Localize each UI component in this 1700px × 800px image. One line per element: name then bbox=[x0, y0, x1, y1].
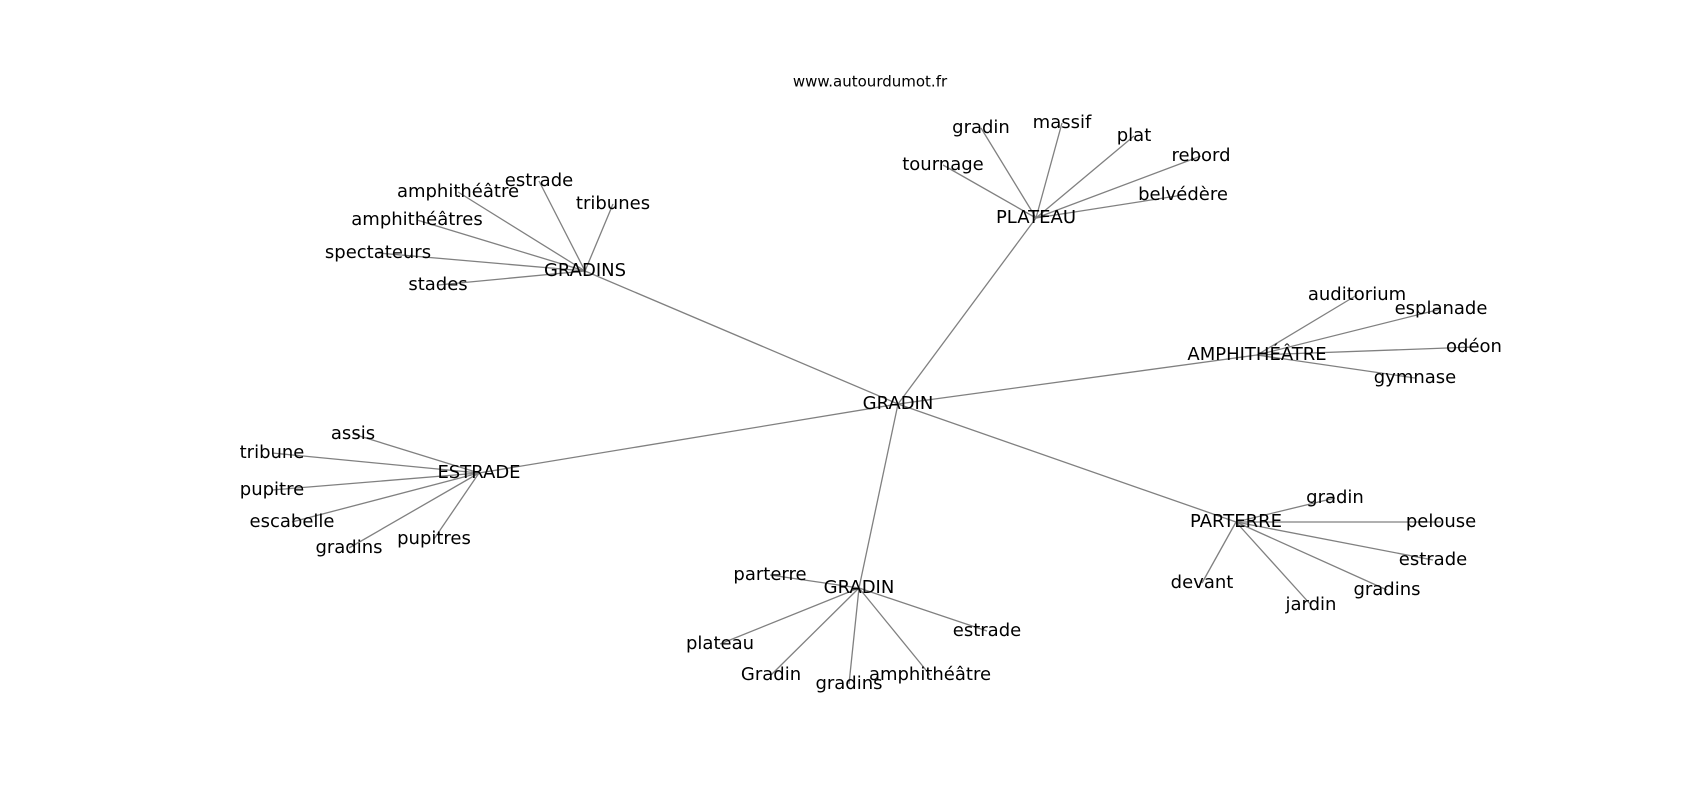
edge-cluster-to-word bbox=[719, 587, 860, 645]
edge-cluster-to-word bbox=[942, 164, 1037, 219]
word-node: tribunes bbox=[576, 193, 650, 214]
edge-center-to-cluster bbox=[897, 354, 1258, 405]
edge-cluster-to-word bbox=[1235, 521, 1388, 591]
cluster-node: PLATEAU bbox=[996, 207, 1076, 228]
edge-cluster-to-word bbox=[769, 574, 860, 589]
word-node: plateau bbox=[686, 633, 754, 654]
word-node: Gradin bbox=[741, 664, 801, 685]
word-node: belvédère bbox=[1138, 184, 1228, 205]
watermark-text: www.autourdumot.fr bbox=[793, 73, 948, 91]
word-node: jardin bbox=[1285, 594, 1337, 615]
word-node: esplanade bbox=[1395, 298, 1488, 319]
edge-cluster-to-word bbox=[416, 219, 586, 272]
edge-center-to-cluster bbox=[858, 403, 899, 589]
edge-cluster-to-word bbox=[858, 587, 931, 676]
edge-cluster-to-word bbox=[1035, 155, 1202, 219]
cluster-node: GRADINS bbox=[544, 260, 626, 281]
edge-cluster-to-word bbox=[291, 472, 480, 523]
edge-cluster-to-word bbox=[770, 587, 860, 676]
word-node: devant bbox=[1171, 572, 1234, 593]
cluster-node: PARTERRE bbox=[1190, 511, 1282, 532]
word-node: tribune bbox=[240, 442, 305, 463]
edge-cluster-to-word bbox=[271, 452, 480, 474]
edge-cluster-to-word bbox=[433, 472, 480, 540]
edge-cluster-to-word bbox=[1035, 194, 1184, 219]
edge-cluster-to-word bbox=[352, 433, 480, 474]
word-node: rebord bbox=[1171, 145, 1230, 166]
word-node: massif bbox=[1033, 112, 1092, 133]
edge-cluster-to-word bbox=[1235, 497, 1336, 523]
edge-cluster-to-word bbox=[538, 180, 586, 272]
edge-cluster-to-word bbox=[858, 587, 988, 632]
word-node: estrade bbox=[505, 170, 573, 191]
edge-cluster-to-word bbox=[377, 252, 586, 272]
word-node: pupitres bbox=[397, 528, 471, 549]
edge-cluster-to-word bbox=[1256, 346, 1475, 356]
word-node: tournage bbox=[902, 154, 984, 175]
word-node: escabelle bbox=[250, 511, 335, 532]
cluster-node: ESTRADE bbox=[437, 462, 520, 483]
word-node: assis bbox=[331, 423, 375, 444]
word-node: gradin bbox=[1306, 487, 1364, 508]
edge-cluster-to-word bbox=[980, 127, 1037, 219]
word-node: estrade bbox=[1399, 549, 1467, 570]
word-node: spectateurs bbox=[325, 242, 431, 263]
edge-cluster-to-word bbox=[1035, 135, 1135, 219]
edge-cluster-to-word bbox=[1035, 122, 1063, 219]
edge-cluster-to-word bbox=[1235, 521, 1434, 561]
edge-cluster-to-word bbox=[1256, 294, 1358, 356]
word-node: gradins bbox=[315, 537, 382, 558]
edge-cluster-to-word bbox=[437, 270, 586, 286]
word-node: gymnase bbox=[1374, 367, 1457, 388]
center-node: GRADIN bbox=[863, 393, 934, 414]
edge-cluster-to-word bbox=[1235, 521, 1312, 606]
edge-cluster-to-word bbox=[457, 191, 586, 272]
word-node: plat bbox=[1117, 125, 1152, 146]
word-node: odéon bbox=[1446, 336, 1502, 357]
word-node: stades bbox=[408, 274, 467, 295]
edge-cluster-to-word bbox=[848, 587, 860, 685]
edges-layer bbox=[271, 122, 1475, 685]
word-node: gradins bbox=[815, 673, 882, 694]
word-node: gradins bbox=[1353, 579, 1420, 600]
edge-cluster-to-word bbox=[1201, 521, 1237, 584]
word-node: auditorium bbox=[1308, 284, 1406, 305]
word-node: parterre bbox=[733, 564, 806, 585]
edge-center-to-cluster bbox=[478, 403, 899, 474]
edge-cluster-to-word bbox=[584, 203, 614, 272]
labels-layer: www.autourdumot.fr GRADIN estradetribune… bbox=[240, 73, 1502, 695]
word-node: estrade bbox=[953, 620, 1021, 641]
word-node: gradin bbox=[952, 117, 1010, 138]
edge-center-to-cluster bbox=[584, 270, 899, 405]
word-node: amphithéâtre bbox=[397, 181, 519, 202]
edge-center-to-cluster bbox=[897, 217, 1037, 405]
edge-cluster-to-word bbox=[271, 472, 480, 491]
word-node: pelouse bbox=[1406, 511, 1476, 532]
cluster-node: AMPHITHÉÂTRE bbox=[1187, 343, 1326, 365]
edge-cluster-to-word bbox=[1256, 354, 1416, 379]
edge-center-to-cluster bbox=[897, 403, 1237, 523]
edge-cluster-to-word bbox=[348, 472, 480, 549]
cluster-node: GRADIN bbox=[824, 577, 895, 598]
edge-cluster-to-word bbox=[1256, 308, 1442, 356]
word-node: amphithéâtre bbox=[869, 664, 991, 685]
word-node: pupitre bbox=[240, 479, 304, 500]
word-node: amphithéâtres bbox=[351, 209, 482, 230]
